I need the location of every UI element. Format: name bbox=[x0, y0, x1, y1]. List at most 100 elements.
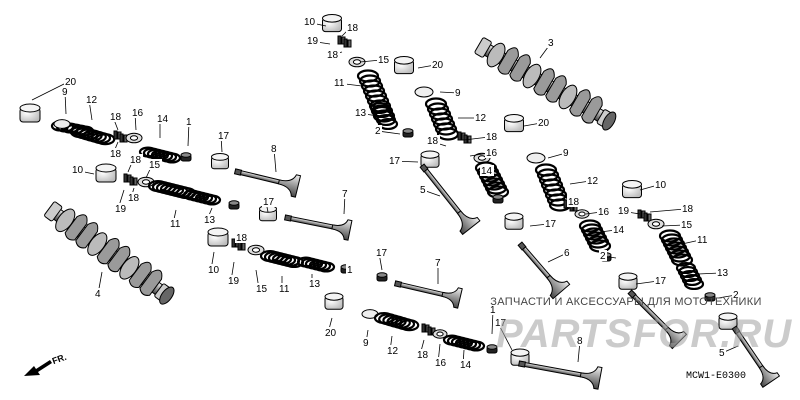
part-code: MCW1-E0300 bbox=[686, 371, 747, 382]
callout-c17d: 17 bbox=[218, 131, 230, 142]
callout-bg-c13d bbox=[308, 278, 322, 289]
callout-c16a: 16 bbox=[486, 148, 498, 159]
valve-spring bbox=[296, 256, 336, 273]
callout-bg-c18i bbox=[129, 154, 143, 165]
callout-c7b: 7 bbox=[435, 258, 441, 269]
callout-c18c: 18 bbox=[486, 132, 498, 143]
callout-bg-c19a bbox=[306, 35, 320, 46]
callout-bg-c20b bbox=[537, 117, 551, 128]
callout-bg-c2a bbox=[374, 125, 382, 136]
callout-c10b: 10 bbox=[655, 180, 667, 191]
callout-bg-c5a bbox=[419, 184, 427, 195]
callout-bg-c4a bbox=[94, 288, 102, 299]
callout-bg-c17f bbox=[375, 247, 389, 258]
callout-c12c: 12 bbox=[86, 95, 98, 106]
spring-retainer bbox=[247, 244, 265, 256]
valve-lifter bbox=[504, 212, 524, 230]
callout-bg-c16b bbox=[597, 206, 611, 217]
callout-bg-c15d bbox=[255, 283, 269, 294]
callout-c10d: 10 bbox=[208, 265, 220, 276]
callout-bg-c13a bbox=[354, 107, 368, 118]
callout-bg-c7a bbox=[341, 188, 349, 199]
callout-bg-c2c bbox=[732, 289, 740, 300]
callout-c6a: 6 bbox=[564, 248, 570, 259]
callout-bg-c17g bbox=[494, 317, 508, 328]
callout-bg-c18k bbox=[235, 232, 249, 243]
valve bbox=[393, 280, 463, 309]
callout-c13c: 13 bbox=[204, 215, 216, 226]
callout-c18d: 18 bbox=[427, 136, 439, 147]
callout-bg-c8b bbox=[576, 335, 584, 346]
callout-bg-c16d bbox=[434, 357, 448, 368]
callout-c9a: 9 bbox=[455, 88, 461, 99]
callout-bg-c14a bbox=[480, 165, 494, 176]
stem-seal bbox=[228, 200, 240, 210]
valve-spring bbox=[182, 189, 222, 206]
callout-c15a: 15 bbox=[378, 55, 390, 66]
camshaft bbox=[474, 37, 617, 131]
callout-bg-c10d bbox=[207, 264, 221, 275]
callout-bg-c9b bbox=[562, 147, 570, 158]
callout-c17e: 17 bbox=[263, 197, 275, 208]
callout-c18k: 18 bbox=[236, 233, 248, 244]
callout-bg-c16a bbox=[485, 147, 499, 158]
callout-bg-c5b bbox=[718, 347, 726, 358]
callout-c3a: 3 bbox=[548, 38, 554, 49]
callout-c9c: 9 bbox=[62, 87, 68, 98]
camshaft bbox=[44, 201, 175, 305]
callout-c5a: 5 bbox=[420, 185, 426, 196]
callout-c18h: 18 bbox=[110, 149, 122, 160]
valve-shim bbox=[526, 152, 546, 164]
spring-retainer bbox=[432, 329, 448, 339]
leader-line-c18c bbox=[463, 136, 490, 141]
callout-bg-c15b bbox=[680, 219, 694, 230]
valve-cotter bbox=[129, 176, 138, 186]
callout-bg-c15a bbox=[377, 54, 391, 65]
callout-bg-c10b bbox=[654, 179, 668, 190]
callout-bg-c13c bbox=[203, 214, 217, 225]
callout-bg-c12a bbox=[474, 112, 488, 123]
callout-bg-c14d bbox=[459, 359, 473, 370]
callout-c12d: 12 bbox=[387, 346, 399, 357]
valve-spring bbox=[259, 249, 305, 269]
spring-retainer bbox=[574, 209, 590, 219]
callout-bg-c12c bbox=[85, 94, 99, 105]
valve-lifter bbox=[211, 153, 229, 170]
front-indicator: FR. bbox=[22, 352, 82, 382]
callout-c14c: 14 bbox=[157, 114, 169, 125]
callout-bg-c17c bbox=[654, 275, 668, 286]
callout-c20c: 20 bbox=[65, 77, 77, 88]
valve bbox=[517, 241, 571, 300]
callout-c16c: 16 bbox=[132, 108, 144, 119]
callout-bg-c18a bbox=[346, 22, 360, 33]
callout-c18f: 18 bbox=[682, 204, 694, 215]
valve-spring bbox=[373, 311, 420, 332]
callout-c12a: 12 bbox=[475, 113, 487, 124]
callout-c17g: 17 bbox=[495, 318, 507, 329]
callout-c18l: 18 bbox=[417, 350, 429, 361]
valve-lifter bbox=[420, 150, 440, 168]
callout-bg-c9a bbox=[454, 87, 462, 98]
valve-spring bbox=[369, 101, 399, 131]
valve-spring bbox=[658, 229, 694, 267]
stem-seal bbox=[180, 152, 192, 162]
callout-bg-c10a bbox=[303, 16, 317, 27]
valve bbox=[233, 168, 302, 198]
stem-seal bbox=[486, 344, 498, 354]
valve-lifter bbox=[622, 180, 642, 199]
callout-bg-c20d bbox=[324, 327, 338, 338]
callout-bg-c13b bbox=[716, 267, 730, 278]
callout-c18a: 18 bbox=[347, 23, 359, 34]
callout-c18i: 18 bbox=[130, 155, 142, 166]
callout-c12b: 12 bbox=[587, 176, 599, 187]
callout-bg-c20a bbox=[431, 59, 445, 70]
callout-bg-c17e bbox=[262, 196, 276, 207]
callout-bg-c11c bbox=[169, 218, 183, 229]
callout-c2c: 2 bbox=[733, 290, 739, 301]
valve-lifter bbox=[322, 13, 342, 33]
callout-c18e: 18 bbox=[568, 197, 580, 208]
callout-c10c: 10 bbox=[72, 165, 84, 176]
callout-bg-c6a bbox=[563, 247, 571, 258]
